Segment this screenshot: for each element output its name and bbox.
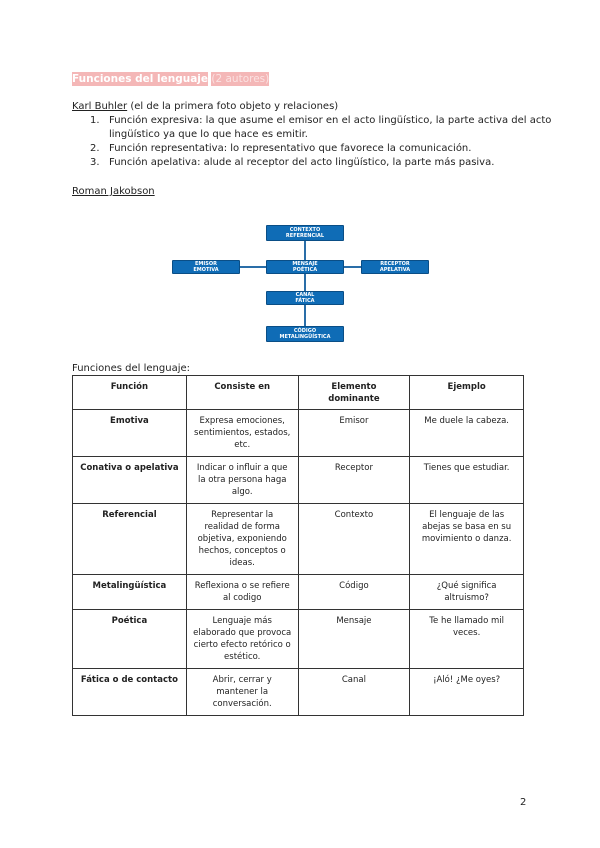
buhler-author: Karl Buhler — [72, 101, 128, 112]
buhler-list: 1.Función expresiva: la que asume el emi… — [72, 114, 559, 170]
buhler-section: Karl Buhler (el de la primera foto objet… — [72, 100, 559, 170]
header-elemento: Elemento dominante — [297, 375, 411, 410]
table-header-row: Función Consiste en Elemento dominante E… — [72, 375, 524, 410]
title-main: Funciones del lenguaje — [72, 72, 209, 86]
header-ejemplo: Ejemplo — [409, 375, 524, 410]
buhler-heading: Karl Buhler (el de la primera foto objet… — [72, 100, 559, 114]
table-caption: Funciones del lenguaje: — [72, 363, 190, 374]
table-row: Conativa o apelativa Indicar o influir a… — [72, 456, 524, 504]
table-row: Metalingüística Reflexiona o se refiere … — [72, 574, 524, 610]
table-row: Referencial Representar la realidad de f… — [72, 503, 524, 575]
list-item: 1.Función expresiva: la que asume el emi… — [90, 115, 552, 140]
table-row: Emotiva Expresa emociones, sentimientos,… — [72, 409, 524, 457]
page-title: Funciones del lenguaje (2 autores) — [72, 72, 270, 86]
functions-table: Función Consiste en Elemento dominante E… — [72, 375, 524, 716]
jakobson-author: Roman Jakobson — [72, 186, 155, 197]
header-consiste: Consiste en — [185, 375, 299, 410]
page-number: 2 — [520, 797, 527, 808]
header-funcion: Función — [72, 375, 187, 410]
jakobson-heading: Roman Jakobson — [72, 185, 155, 199]
title-suffix: (2 autores) — [211, 72, 270, 86]
table-row: Poética Lenguaje más elaborado que provo… — [72, 609, 524, 669]
diagram-line-vertical — [304, 240, 306, 333]
table-row: Fática o de contacto Abrir, cerrar y man… — [72, 668, 524, 716]
buhler-note: (el de la primera foto objeto y relacion… — [130, 101, 339, 112]
list-item: 3.Función apelativa: alude al receptor d… — [90, 157, 495, 168]
list-item: 2.Función representativa: lo representat… — [90, 143, 472, 154]
